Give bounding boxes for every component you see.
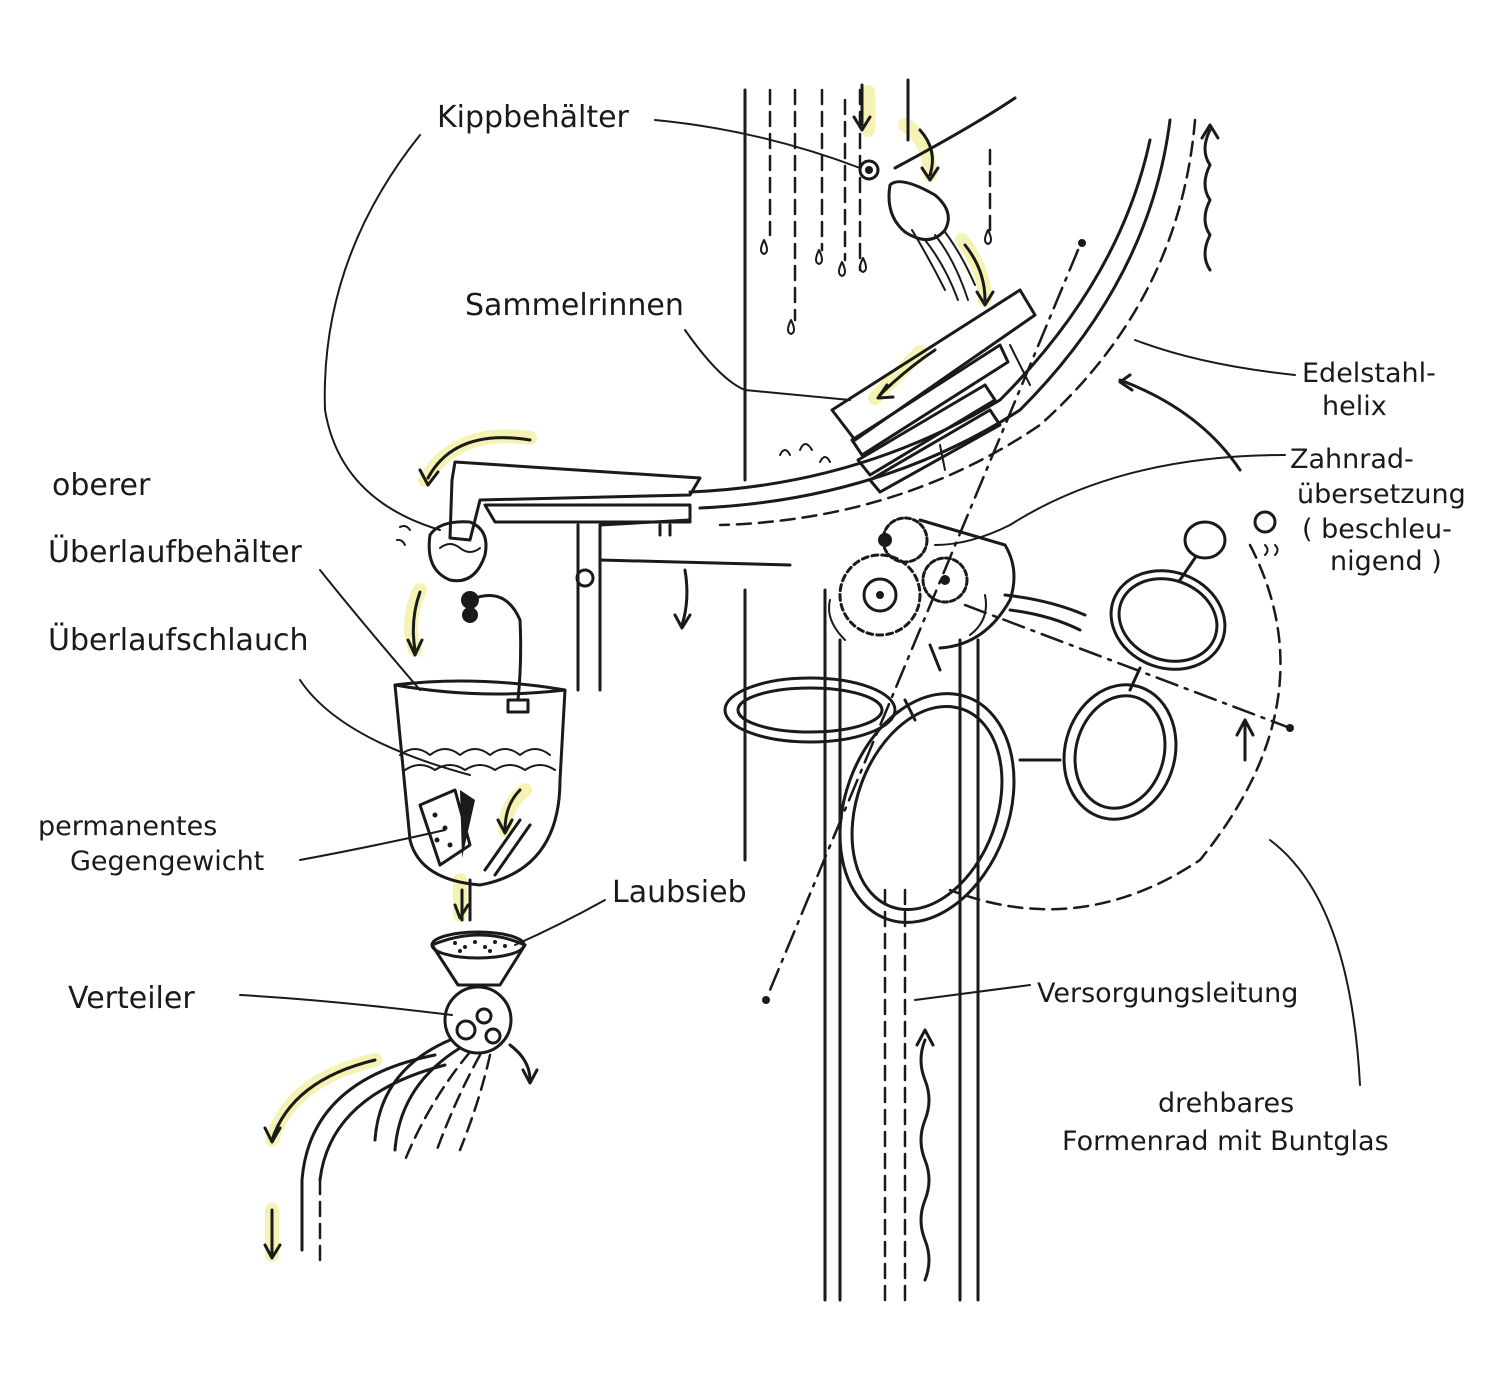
- rain-drips: [760, 83, 992, 335]
- funnel-icon: [430, 933, 527, 987]
- leader-edelstahl: [1134, 339, 1296, 376]
- leader-oberer: [319, 569, 421, 691]
- stainless-helix: [688, 118, 1220, 1004]
- leader-sammelrinnen: [684, 329, 851, 401]
- main-tank: [393, 679, 567, 922]
- leader-formenrad: [1269, 839, 1361, 1086]
- leader-verteiler: [239, 994, 453, 1016]
- labels: Kippbehälter Sammelrinnen Edelstahl- hel…: [38, 100, 1466, 1157]
- tipping-bucket: [858, 96, 1017, 307]
- label-zahnrad-2: übersetzung: [1297, 479, 1466, 510]
- leader-gegengewicht: [299, 829, 446, 861]
- support-column: [743, 78, 980, 1302]
- glass-panel-small: [1183, 520, 1227, 560]
- leader-laubsieb: [514, 899, 606, 946]
- label-sammelrinnen: Sammelrinnen: [465, 288, 684, 323]
- distributor-icon: [443, 985, 513, 1055]
- leader-schlauch: [299, 679, 471, 776]
- label-oberer-1: oberer: [52, 468, 151, 503]
- highlight-outlet-flow: [265, 1053, 382, 1147]
- label-edelstahl-1: Edelstahl-: [1302, 358, 1436, 389]
- label-formenrad-2: Formenrad mit Buntglas: [1062, 1126, 1389, 1157]
- glass-panel-large: [850, 704, 1004, 912]
- label-verteiler: Verteiler: [68, 981, 195, 1016]
- label-gegengewicht-2: Gegengewicht: [70, 846, 264, 877]
- gear-icon: [921, 556, 969, 604]
- label-formenrad-1: drehbares: [1158, 1088, 1294, 1119]
- leader-kippbehaelter-long: [323, 134, 441, 531]
- label-edelstahl-2: helix: [1322, 391, 1387, 422]
- label-oberer-2: Überlaufbehälter: [48, 534, 303, 570]
- upper-overflow-assembly: [396, 436, 792, 714]
- sieve-and-distributor: [263, 930, 539, 1262]
- gear-transmission: [828, 516, 1016, 650]
- glass-panel-medium: [1117, 577, 1219, 663]
- flow-highlights: [265, 85, 992, 1262]
- collection-gutters: [779, 288, 1037, 494]
- bucket-icon: [887, 180, 950, 241]
- label-laubsieb: Laubsieb: [612, 875, 747, 910]
- leader-versorgung: [914, 984, 1031, 1001]
- gear-icon: [838, 553, 922, 637]
- label-zahnrad-4: nigend ): [1330, 546, 1442, 577]
- label-kippbehaelter: Kippbehälter: [437, 100, 630, 135]
- leader-zahnrad: [934, 454, 1286, 546]
- highlight-return-flow: [418, 429, 537, 487]
- leader-kippbehaelter: [654, 119, 861, 169]
- label-versorgungsleitung: Versorgungsleitung: [1037, 978, 1298, 1009]
- shape-wheel: [723, 373, 1294, 924]
- leader-lines: [239, 119, 1361, 1086]
- label-zahnrad-3: ( beschleu-: [1302, 514, 1452, 545]
- label-zahnrad-1: Zahnrad-: [1290, 444, 1414, 475]
- label-gegengewicht-1: permanentes: [38, 811, 217, 842]
- label-ueberlaufschlauch: Überlaufschlauch: [48, 622, 308, 658]
